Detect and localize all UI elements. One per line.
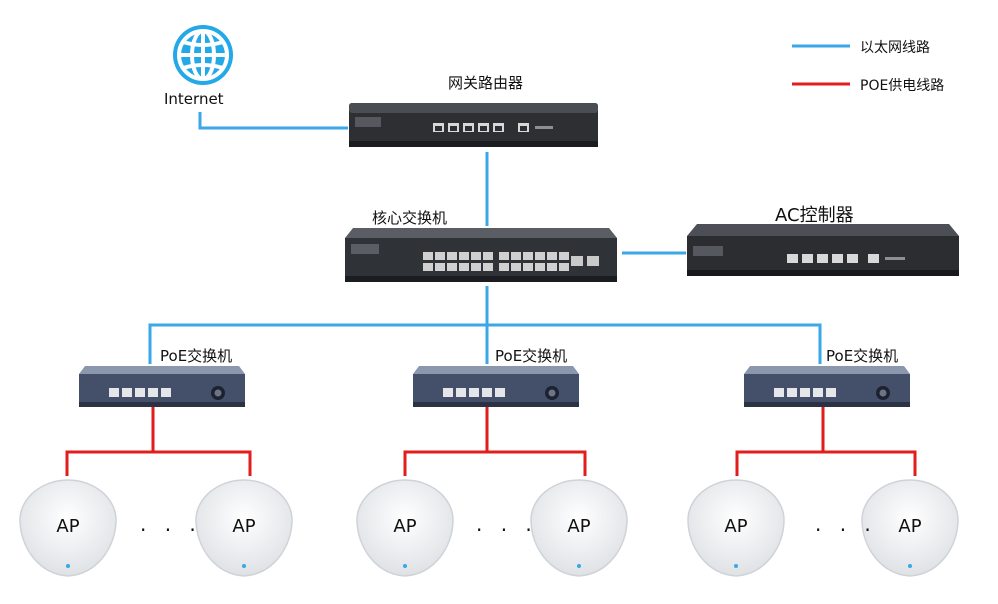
poe-branch-right [735,450,917,476]
globe-icon [173,25,233,85]
router-icon [349,103,598,147]
poe-switch-label-1: PoE交换机 [160,347,233,365]
distribution-bus [148,323,822,364]
ap-label: AP [393,516,417,537]
poe-swatch [792,82,850,86]
ap-icon [530,479,628,577]
internet-label: Internet [164,90,224,108]
ethernet-swatch [792,44,850,48]
ap-label: AP [56,516,80,537]
poe-switch-icon [413,366,579,407]
poe-switch-label-2: PoE交换机 [495,347,568,365]
ap-icon [687,479,785,577]
poe-switch-icon [79,366,245,407]
poe-lines [65,406,917,476]
poe-switch-3 [742,364,912,414]
ac-controller [683,222,963,286]
ap-label: AP [724,516,748,537]
core-switch-label: 核心交换机 [372,209,448,227]
poe-switch-1 [77,364,247,414]
poe-branch-left [65,450,252,476]
internet-node: Internet [164,20,238,108]
ellipsis-middle: · · · [476,518,538,542]
ap-icon [19,479,117,577]
ap-label: AP [567,516,591,537]
switch-icon [345,228,617,282]
gateway-label: 网关路由器 [448,74,524,92]
poe-switch-label-3: PoE交换机 [826,347,899,365]
ap-icon [356,479,454,577]
poe-branch-middle [403,450,587,476]
ap-label: AP [898,516,922,537]
controller-icon [687,224,959,276]
poe-switch-2 [411,364,581,414]
ap-icon [861,479,959,577]
ap-label: AP [232,516,256,537]
internet-gateway-link [198,112,348,130]
ellipsis-right: · · · [815,518,877,542]
poe-switch-icon [744,366,910,407]
core-switch [343,226,619,290]
legend-poe-label: POE供电线路 [860,78,945,94]
ethernet-lines [148,112,822,364]
ac-controller-label: AC控制器 [775,205,854,226]
ap-icon [195,479,293,577]
legend-ethernet-label: 以太网线路 [860,40,930,56]
ellipsis-left: · · · [140,518,202,542]
gateway-router [347,99,600,155]
